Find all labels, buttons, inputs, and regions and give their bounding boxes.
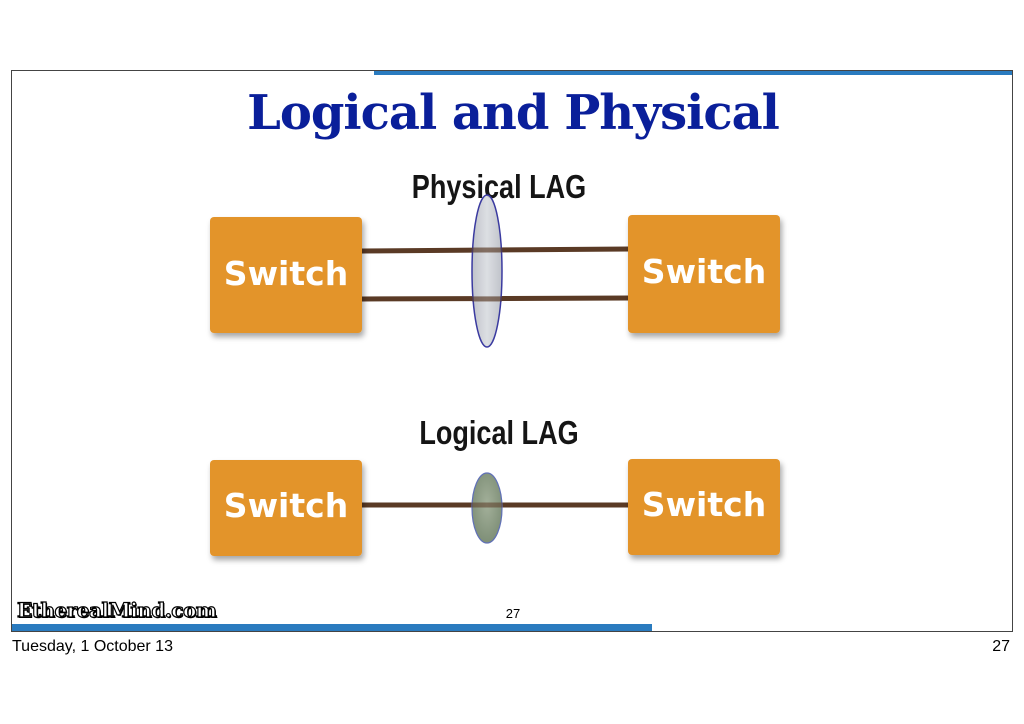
slide: Logical and Physical Physical LAG Logica… bbox=[11, 70, 1013, 632]
bottom-accent-bar bbox=[12, 624, 652, 631]
top-accent-bar bbox=[374, 71, 1012, 75]
logical-right-switch bbox=[628, 459, 780, 555]
logical-lag-label: Logical LAG bbox=[419, 414, 579, 451]
physical-lag-ellipse bbox=[471, 194, 503, 348]
logical-left-switch bbox=[210, 460, 362, 556]
physical-left-switch-label: Switch bbox=[224, 254, 348, 293]
physical-right-switch bbox=[628, 215, 780, 333]
logical-lag-ellipse bbox=[471, 472, 503, 544]
footer-date: Tuesday, 1 October 13 bbox=[12, 638, 173, 655]
ethereal-mind-logo: EtherealMind.com bbox=[16, 597, 217, 622]
physical-right-switch-label: Switch bbox=[642, 252, 766, 291]
physical-left-switch bbox=[210, 217, 362, 333]
slide-title: Logical and Physical bbox=[247, 85, 780, 141]
footer-page-number: 27 bbox=[992, 638, 1010, 655]
logical-left-switch-label: Switch bbox=[224, 486, 348, 525]
lag-diagram: Switch Switch Switch Switch bbox=[210, 194, 780, 556]
logical-right-switch-label: Switch bbox=[642, 485, 766, 524]
slide-number: 27 bbox=[505, 606, 521, 621]
physical-lag-label: Physical LAG bbox=[411, 168, 587, 205]
